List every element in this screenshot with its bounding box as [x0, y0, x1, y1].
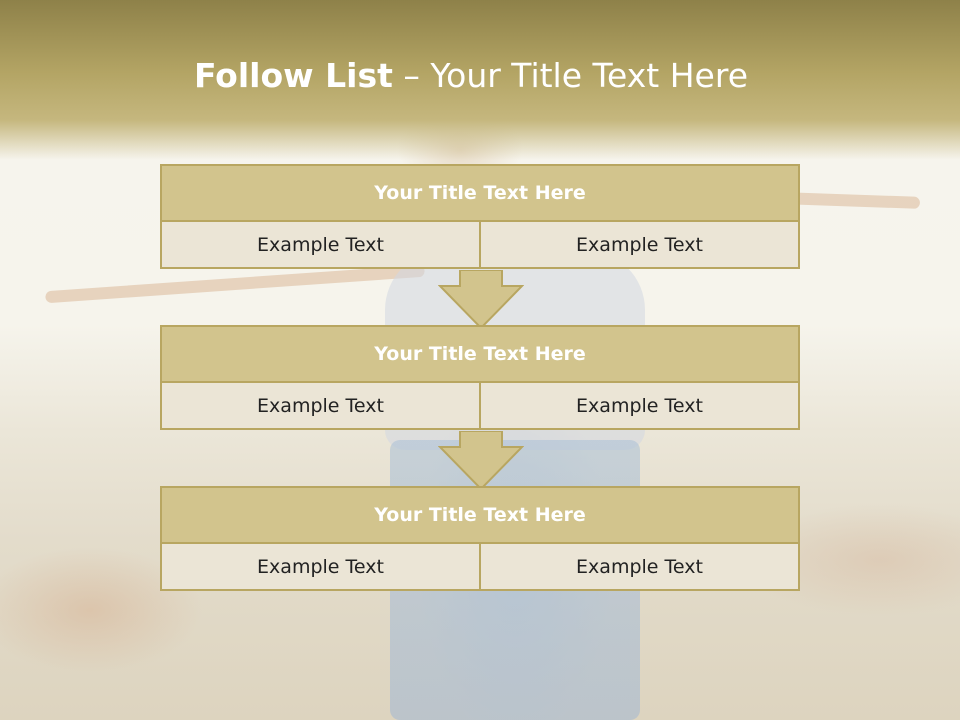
list-cell-right: Example Text: [479, 220, 800, 269]
list-block-title: Your Title Text Here: [160, 164, 800, 222]
list-cell-left: Example Text: [160, 220, 481, 269]
list-cell-right: Example Text: [479, 381, 800, 430]
title-bar: [0, 0, 960, 160]
down-arrow-icon: [438, 270, 524, 330]
slide-title: Follow List – Your Title Text Here: [0, 56, 942, 95]
list-cell-left: Example Text: [160, 381, 481, 430]
slide-title-rest: Your Title Text Here: [430, 56, 749, 95]
list-block-2: Your Title Text Here Example Text Exampl…: [160, 325, 800, 430]
list-block-3: Your Title Text Here Example Text Exampl…: [160, 486, 800, 591]
slide-title-bold: Follow List: [193, 56, 393, 95]
slide-title-separator: –: [392, 56, 431, 95]
list-block-cells: Example Text Example Text: [160, 381, 800, 430]
list-block-cells: Example Text Example Text: [160, 220, 800, 269]
down-arrow-icon: [438, 431, 524, 491]
list-block-title: Your Title Text Here: [160, 325, 800, 383]
list-cell-left: Example Text: [160, 542, 481, 591]
list-block-title: Your Title Text Here: [160, 486, 800, 544]
list-block-1: Your Title Text Here Example Text Exampl…: [160, 164, 800, 269]
list-block-cells: Example Text Example Text: [160, 542, 800, 591]
list-cell-right: Example Text: [479, 542, 800, 591]
